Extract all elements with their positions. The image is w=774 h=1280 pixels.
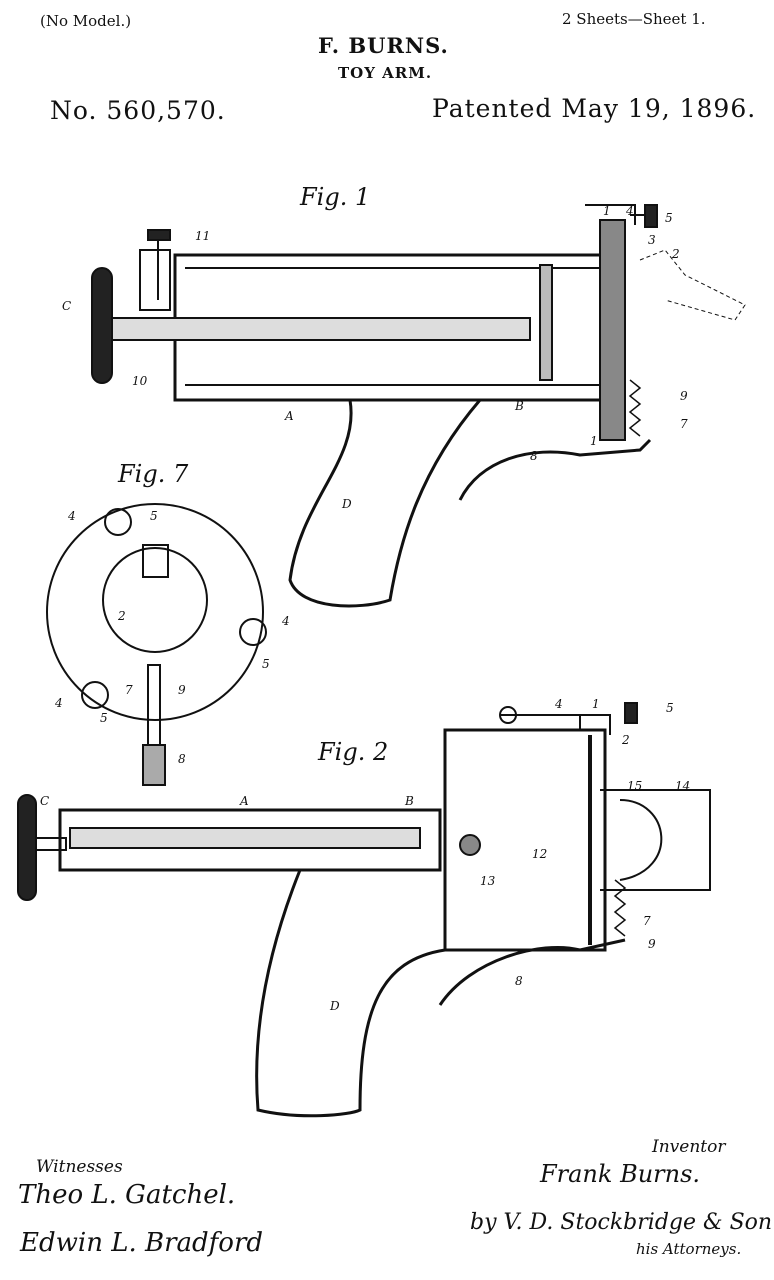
svg-text:5: 5: [262, 657, 270, 671]
patent-number: No. 560,570.: [50, 96, 226, 125]
svg-text:7: 7: [680, 417, 688, 431]
svg-text:11: 11: [195, 229, 210, 243]
svg-text:4: 4: [54, 696, 63, 710]
patent-date: Patented May 19, 1896.: [432, 94, 757, 123]
svg-text:2: 2: [621, 733, 630, 747]
figure-7: Fig. 7 4 5 2 4 5 4 5 7 9 8: [46, 460, 290, 786]
fig1-caption: Fig. 1: [299, 183, 370, 211]
fig7-caption: Fig. 7: [117, 460, 189, 488]
svg-text:15: 15: [627, 779, 642, 793]
model-note: (No Model.): [40, 12, 132, 30]
svg-text:4: 4: [67, 509, 76, 523]
svg-text:1: 1: [590, 434, 598, 448]
svg-text:5: 5: [666, 701, 674, 715]
svg-text:A: A: [239, 794, 249, 808]
inventor-label: Inventor: [652, 1137, 726, 1157]
svg-text:4: 4: [281, 614, 290, 628]
svg-text:5: 5: [665, 211, 673, 225]
svg-text:4: 4: [554, 697, 563, 711]
svg-text:B: B: [514, 399, 524, 413]
svg-text:4: 4: [625, 204, 634, 218]
fig2-caption: Fig. 2: [317, 738, 388, 766]
svg-text:7: 7: [643, 914, 651, 928]
svg-text:3: 3: [648, 233, 656, 247]
svg-text:1: 1: [603, 204, 611, 218]
witness-2-signature: Edwin L. Bradford: [20, 1228, 264, 1258]
svg-text:13: 13: [480, 874, 496, 888]
svg-text:5: 5: [150, 509, 158, 523]
svg-text:7: 7: [125, 683, 133, 697]
svg-text:9: 9: [680, 389, 688, 403]
svg-text:8: 8: [530, 449, 538, 463]
svg-text:C: C: [62, 299, 71, 313]
svg-text:8: 8: [515, 974, 523, 988]
attorneys-label: his Attorneys.: [636, 1240, 742, 1258]
svg-text:D: D: [329, 999, 340, 1013]
inventor-signature: Frank Burns.: [540, 1160, 701, 1188]
svg-text:5: 5: [100, 711, 108, 725]
svg-text:2: 2: [671, 247, 680, 261]
inventor-name: F. BURNS.: [318, 33, 449, 58]
witness-1-signature: Theo L. Gatchel.: [18, 1180, 236, 1210]
attorney-signature: by V. D. Stockbridge & Son.: [470, 1210, 774, 1235]
svg-text:B: B: [404, 794, 414, 808]
invention-title: TOY ARM.: [338, 64, 433, 82]
svg-text:A: A: [284, 409, 294, 423]
svg-text:9: 9: [178, 683, 186, 697]
svg-text:C: C: [40, 794, 49, 808]
sheet-number: 2 Sheets—Sheet 1.: [562, 10, 706, 28]
svg-text:14: 14: [675, 779, 690, 793]
svg-text:8: 8: [178, 752, 186, 766]
svg-text:10: 10: [132, 374, 148, 388]
svg-text:1: 1: [592, 697, 600, 711]
svg-text:D: D: [341, 497, 352, 511]
svg-text:2: 2: [117, 609, 126, 623]
witnesses-label: Witnesses: [36, 1157, 123, 1177]
svg-text:9: 9: [648, 937, 656, 951]
svg-text:12: 12: [532, 847, 547, 861]
